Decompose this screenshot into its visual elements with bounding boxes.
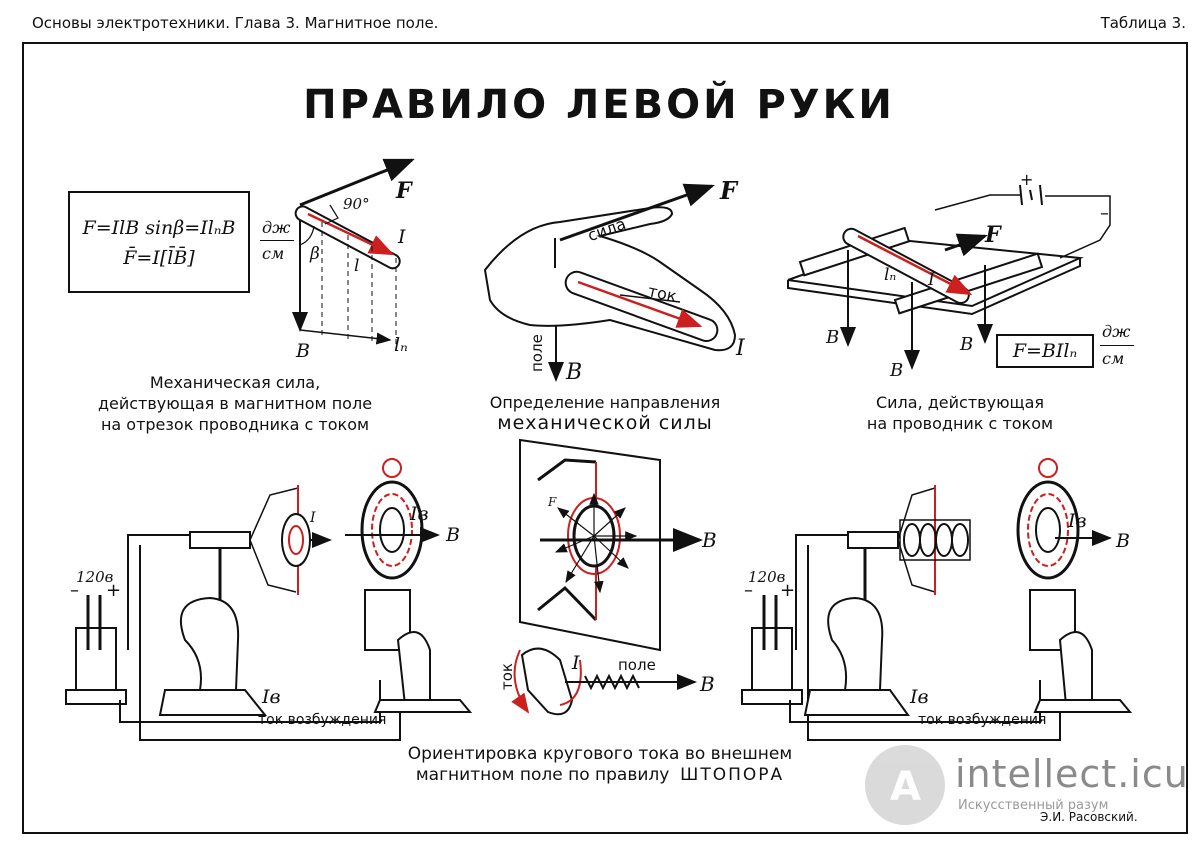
p1-caption-line-1: Механическая сила, <box>149 373 321 392</box>
panel3-rails <box>787 184 1111 370</box>
bl-label-tok-vozb: ток возбуждения <box>258 712 387 728</box>
formula-line-2: F̄=I[l̄B̄] <box>123 247 195 269</box>
p1-label-F: F <box>396 178 412 204</box>
p1-label-l: l <box>354 256 360 276</box>
header-right: Таблица 3. <box>1100 14 1186 32</box>
panel1-drawing <box>292 158 415 345</box>
bottom-caption-shtopor: ШТОПОРА <box>680 765 785 785</box>
bc-label-B: B <box>702 528 717 552</box>
p1-label-beta: β <box>310 244 320 264</box>
p2-label-pole: поле <box>528 334 546 372</box>
bc-label-F: F <box>548 495 557 509</box>
br-minus: – <box>744 580 753 601</box>
poster-frame <box>22 42 1188 834</box>
p2-label-B: B <box>566 360 583 385</box>
p3-caption: Сила, действующая на проводник с током <box>820 392 1100 434</box>
p2-caption-line-2: механической силы <box>497 412 713 434</box>
p3-label-I: I <box>928 270 935 290</box>
bottom-right-apparatus <box>741 458 1133 741</box>
bl-label-Ib: Iв <box>410 503 429 525</box>
unit-top: дж <box>262 218 291 237</box>
bl-minus: – <box>70 580 79 601</box>
bottom-caption-line-2: магнитном поле по правилу ШТОПОРА <box>340 765 860 786</box>
p1-caption-line-3: на отрезок проводника с током <box>100 415 370 434</box>
bc-label-I: I <box>572 652 580 674</box>
p1-label-I: I <box>398 226 406 248</box>
bottom-caption-line-2-text: магнитном поле по правилу <box>415 765 670 785</box>
br-label-Ib: Iв <box>1068 510 1087 532</box>
bottom-left-apparatus <box>65 458 473 741</box>
p1-caption-line-2: действующая в магнитном поле <box>97 394 373 413</box>
p3-label-F: F <box>985 222 1001 248</box>
formula-line-1: F=IlB sinβ=IlₙB <box>82 217 236 239</box>
bottom-caption-line-1: Ориентировка кругового тока во внешнем <box>407 744 793 764</box>
watermark-logo: A <box>865 745 945 825</box>
p3-label-ln: lₙ <box>884 265 897 285</box>
bl-plus: + <box>106 580 122 601</box>
bc-label-pole: поле <box>618 656 656 674</box>
br-voltage: 120в <box>748 568 786 586</box>
p1-caption: Механическая сила, действующая в магнитн… <box>60 372 410 435</box>
poster-title: ПРАВИЛО ЛЕВОЙ РУКИ <box>303 82 895 128</box>
bc-label-B2: B <box>700 672 715 696</box>
panel2-hand <box>483 183 737 382</box>
p3-label-B-mid: B <box>960 334 974 355</box>
bottom-caption: Ориентировка кругового тока во внешнем м… <box>340 744 860 786</box>
p3-unit-bar <box>1100 345 1134 346</box>
p1-label-ln: lₙ <box>394 334 408 356</box>
br-label-B: B <box>1116 530 1130 552</box>
p3-unit-bottom: см <box>1102 349 1125 368</box>
svg-text:A: A <box>890 764 921 810</box>
formula-box: F=IlB sinβ=IlₙB F̄=I[l̄B̄] <box>68 191 250 293</box>
p1-label-B: B <box>296 340 310 362</box>
unit-fraction-bar <box>260 240 294 241</box>
p2-caption: Определение направления механической сил… <box>450 392 760 434</box>
bl-label-Ib2: Iв <box>262 686 281 708</box>
p2-label-I: I <box>736 336 745 361</box>
p3-label-B-left: B <box>826 327 840 348</box>
p3-label-plus: + <box>1020 170 1034 189</box>
author-credit: Э.И. Расовский. <box>1040 810 1138 824</box>
bl-label-B: B <box>446 524 460 546</box>
br-label-Ib2: Iв <box>910 686 929 708</box>
br-plus: + <box>780 580 796 601</box>
p3-caption-line-1: Сила, действующая <box>875 393 1045 412</box>
p3-caption-line-2: на проводник с током <box>866 414 1054 433</box>
p2-label-F: F <box>720 176 738 205</box>
p2-caption-line-1: Определение направления <box>489 393 721 412</box>
bottom-center-apparatus <box>511 438 703 716</box>
unit-bottom: см <box>262 244 285 263</box>
bl-voltage: 120в <box>76 568 114 586</box>
p3-formula-box: F=BIlₙ <box>996 334 1094 368</box>
bl-label-I: I <box>310 510 316 526</box>
p3-label-minus: – <box>1100 203 1109 224</box>
p3-unit-top: дж <box>1102 322 1131 341</box>
br-label-tok-vozb: ток возбуждения <box>918 712 1047 728</box>
watermark-subtext: Искусственный разум <box>958 798 1109 813</box>
p1-label-90: 90° <box>343 195 370 213</box>
header-left: Основы электротехники. Глава 3. Магнитно… <box>32 14 439 32</box>
p3-label-B-bottom: B <box>890 360 904 381</box>
watermark-text: intellect.icu <box>955 752 1189 796</box>
bc-label-tok: ток <box>498 663 516 690</box>
